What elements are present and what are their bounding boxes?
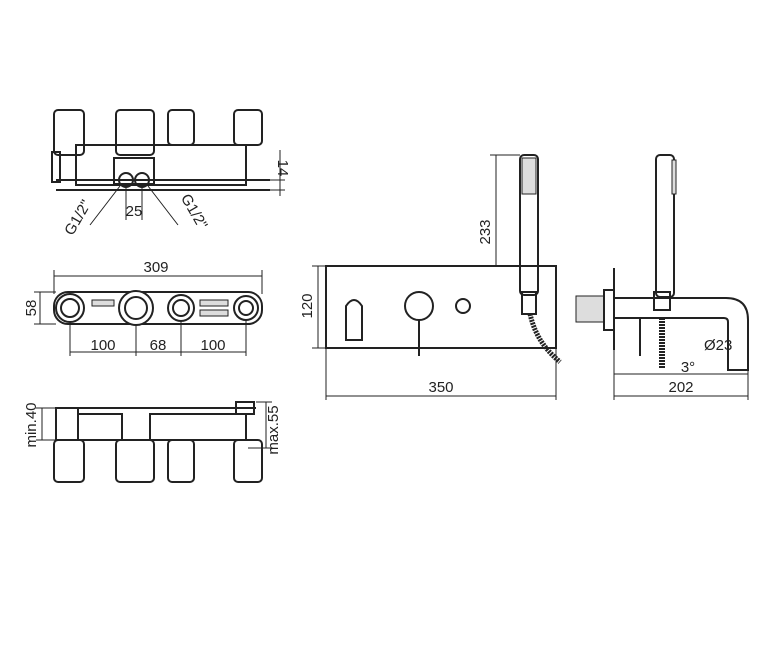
plan-body: [53, 291, 263, 325]
side-holder: [653, 291, 671, 311]
cartridge-2: [115, 109, 155, 156]
dim-350-label: 350: [428, 379, 453, 396]
inlet-block: [113, 157, 155, 185]
side-block-2: [77, 413, 123, 441]
dim-120-label: 120: [299, 293, 316, 318]
side-tab: [235, 401, 255, 415]
side-handshower-head: [671, 159, 677, 195]
plan-port-2-inner: [124, 296, 148, 320]
dim-14-label: 14: [274, 160, 291, 177]
side-cart-3: [167, 439, 195, 483]
side-body-box: [575, 295, 605, 323]
front-handshower-head: [521, 157, 537, 195]
dim-233-label: 233: [477, 219, 494, 244]
front-lever-disc: [404, 291, 434, 321]
plan-port-3-inner: [172, 299, 190, 317]
plan-slot-2: [199, 299, 229, 307]
plan-port-1-inner: [60, 298, 80, 318]
side-cart-4: [233, 439, 263, 483]
side-block-3: [149, 413, 247, 441]
dim-202-label: 202: [668, 379, 693, 396]
body-block: [75, 144, 247, 186]
side-handshower: [655, 154, 675, 298]
view-side-profile: Ø23 3° 202: [575, 154, 749, 400]
side-spout: [614, 297, 749, 371]
front-diverter: [455, 298, 471, 314]
cartridge-4: [233, 109, 263, 146]
front-holder: [521, 291, 537, 315]
view-top-body: 14 25 G1/2" G1/2": [51, 109, 291, 238]
plan-port-3: [167, 294, 195, 322]
view-front: 233 120 350: [299, 154, 562, 400]
thread-left-label: G1/2": [61, 197, 95, 238]
plan-slot-1: [91, 299, 115, 307]
plan-port-4-inner: [238, 300, 254, 316]
thread-right-leader: [147, 185, 179, 226]
dim-68-label: 68: [150, 337, 167, 354]
front-hose: [527, 313, 562, 364]
plan-port-4: [233, 295, 259, 321]
view-plan: 309 58 100 68 100: [23, 259, 263, 356]
dim-100-right-label: 100: [200, 337, 225, 354]
left-plug: [51, 151, 61, 183]
front-handshower: [519, 154, 539, 296]
dim-58-label: 58: [23, 300, 40, 317]
view-side-depth: min.40 max.55: [23, 401, 282, 483]
dim-min-label: min.40: [23, 402, 40, 447]
dim-25-label: 25: [126, 203, 143, 220]
dim-100-left-label: 100: [90, 337, 115, 354]
thread-left-leader: [89, 185, 121, 226]
dim-max-label: max.55: [265, 405, 282, 454]
front-plate: [325, 265, 557, 349]
cartridge-1: [53, 109, 85, 156]
cartridge-3: [167, 109, 195, 146]
plan-slot-3: [199, 309, 229, 317]
front-spout: [345, 299, 363, 341]
side-cart-2: [115, 439, 155, 483]
dim-309-label: 309: [143, 259, 168, 276]
dim-dia-label: Ø23: [704, 337, 732, 354]
side-cart-1: [53, 439, 85, 483]
dim-angle-label: 3°: [681, 359, 695, 376]
thread-right-label: G1/2": [177, 191, 211, 232]
side-flange: [603, 289, 615, 331]
side-block-1: [55, 407, 79, 441]
